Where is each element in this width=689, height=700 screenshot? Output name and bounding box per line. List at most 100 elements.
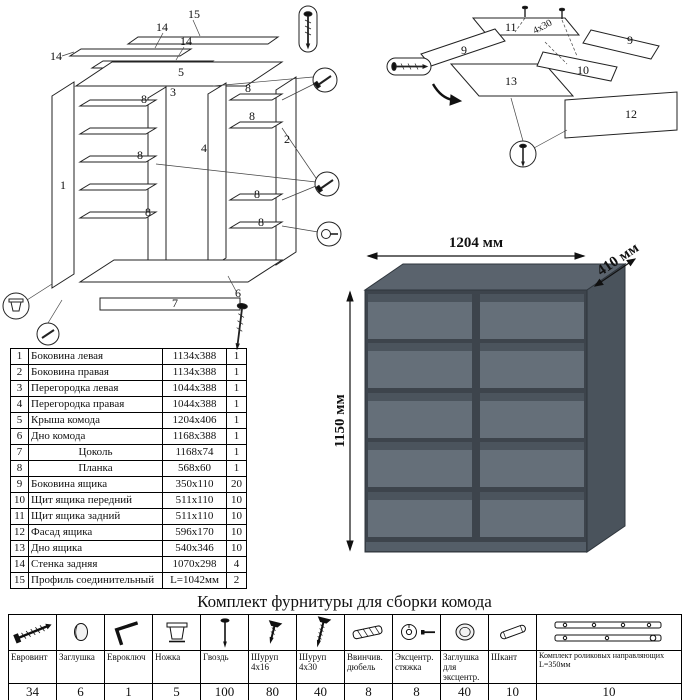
foot-detail-icon	[2, 292, 30, 320]
hardware-qty: 34	[8, 683, 57, 700]
depth-dimension	[593, 258, 637, 287]
part-size: 1134x388	[162, 364, 227, 381]
part-qty: 1	[226, 380, 247, 397]
left-side-part	[51, 81, 75, 289]
hardware-qty: 100	[200, 683, 249, 700]
part-qty: 10	[226, 508, 247, 525]
parts-table-row: 2 Боковина правая 1134x388 1	[10, 364, 247, 381]
part-number: 13	[10, 540, 29, 557]
hardware-name: Гвоздь	[200, 649, 249, 685]
drawer-exploded-diagram: 11 9 9 13 10 12 4x30	[386, 5, 678, 168]
parts-table-row: 6 Дно комода 1168x388 1	[10, 428, 247, 445]
part-qty: 1	[226, 460, 247, 477]
callout-9: 9	[461, 43, 467, 57]
cabinet-exploded-diagram: 15 14 14 14 5 3 4 1 2 6 7 8 8 8 8 8 8 8	[2, 5, 342, 350]
part-name: Боковина ящика	[28, 476, 163, 493]
callout-4: 4	[201, 141, 207, 155]
parts-table-row: 5 Крыша комода 1204x406 1	[10, 412, 247, 429]
part-name: Перегородка левая	[28, 380, 163, 397]
callout-10: 10	[577, 63, 589, 77]
callout-14: 14	[50, 49, 62, 63]
hardware-name: Заглушка для эксцентр.	[440, 649, 489, 685]
parts-table-row: 9 Боковина ящика 350x110 20	[10, 476, 247, 493]
cap-icon	[73, 623, 88, 641]
drawer-face	[368, 393, 472, 438]
hardware-name: Шкант	[488, 649, 537, 685]
part-qty: 10	[226, 492, 247, 509]
hardware-name: Евровинт	[8, 649, 57, 685]
part-number: 10	[10, 492, 29, 509]
parts-table-row: 8 Планка 568x60 1	[10, 460, 247, 477]
callout-3: 3	[170, 85, 176, 99]
drawer-facade-part	[564, 91, 678, 139]
bent-arrow-icon	[431, 83, 463, 106]
callout-15: 15	[188, 7, 200, 21]
part-number: 11	[10, 508, 29, 525]
part-number: 15	[10, 572, 29, 589]
parts-table-row: 13 Дно ящика 540x346 10	[10, 540, 247, 557]
part-number: 4	[10, 396, 29, 413]
part-size: 1044x388	[162, 380, 227, 397]
part-size: 1070x298	[162, 556, 227, 573]
hardware-name: Ввинчив. дюбель	[344, 649, 393, 685]
hardware-qty: 5	[152, 683, 201, 700]
part-number: 6	[10, 428, 29, 445]
part-name: Фасад ящика	[28, 524, 163, 541]
parts-table: 1 Боковина левая 1134x388 1 2 Боковина п…	[10, 348, 247, 589]
part-size: 1044x388	[162, 396, 227, 413]
drawer-face	[368, 343, 472, 388]
parts-table-body: 1 Боковина левая 1134x388 1 2 Боковина п…	[10, 348, 247, 589]
hardware-name: Евроключ	[104, 649, 153, 685]
hardware-name: Заглушка	[56, 649, 105, 685]
drawer-face	[480, 294, 584, 339]
part-number: 3	[10, 380, 29, 397]
callout-8: 8	[254, 187, 260, 201]
foot-icon	[166, 622, 187, 643]
rail-part	[78, 155, 158, 163]
part-qty: 10	[226, 524, 247, 541]
part-number: 7	[10, 444, 29, 461]
rail-part	[228, 221, 284, 229]
parts-table-row: 1 Боковина левая 1134x388 1	[10, 348, 247, 365]
parts-table-row: 7 Цоколь 1168x74 1	[10, 444, 247, 461]
part-name: Стенка задняя	[28, 556, 163, 573]
threaded-dowel-icon	[352, 625, 382, 640]
hardware-name: Шуруп 4x16	[248, 649, 297, 685]
hardware-qty: 10	[536, 683, 682, 700]
part-number: 14	[10, 556, 29, 573]
hardware-table: Евровинт Заглушка Евроключ Ножка Гвоздь …	[8, 614, 682, 700]
hardware-qty: 10	[488, 683, 537, 700]
part-number: 5	[10, 412, 29, 429]
callout-8: 8	[249, 109, 255, 123]
dresser-top-face	[363, 263, 627, 291]
page-title: Комплект фурнитуры для сборки комода	[197, 592, 492, 611]
hardware-qty: 40	[296, 683, 345, 700]
parts-table-row: 15 Профиль соединительный L=1042мм 2	[10, 572, 247, 589]
part-size: 350x110	[162, 476, 227, 493]
callout-13: 13	[505, 74, 517, 88]
part-number: 12	[10, 524, 29, 541]
part-size: 1134x388	[162, 348, 227, 365]
parts-table-row: 4 Перегородка правая 1044x388 1	[10, 396, 247, 413]
drawer-face	[480, 492, 584, 537]
part-name: Щит ящика задний	[28, 508, 163, 525]
hardware-qty: 80	[248, 683, 297, 700]
part-size: 1204x406	[162, 412, 227, 429]
callout-8: 8	[145, 205, 151, 219]
callout-12: 12	[625, 107, 637, 121]
part-size: 1168x388	[162, 428, 227, 445]
part-qty: 1	[226, 364, 247, 381]
hardware-qty-row: 34 6 1 5 100 80 40 8 8 40 10 10	[8, 683, 682, 700]
euroscrew-capsule-icon	[386, 57, 432, 76]
long-screw-icon	[235, 302, 248, 350]
callout-8: 8	[141, 92, 147, 106]
part-size: 568x60	[162, 460, 227, 477]
width-dimension	[366, 252, 586, 260]
callout-1: 1	[60, 178, 66, 192]
screw-short-icon	[268, 620, 282, 644]
hardware-name: Комплект роликовых направляющих L=350мм	[536, 649, 682, 685]
drawer-back-part	[471, 17, 581, 36]
screw-detail-icon	[312, 67, 338, 93]
hardware-qty: 40	[440, 683, 489, 700]
parts-table-row: 14 Стенка задняя 1070x298 4	[10, 556, 247, 573]
